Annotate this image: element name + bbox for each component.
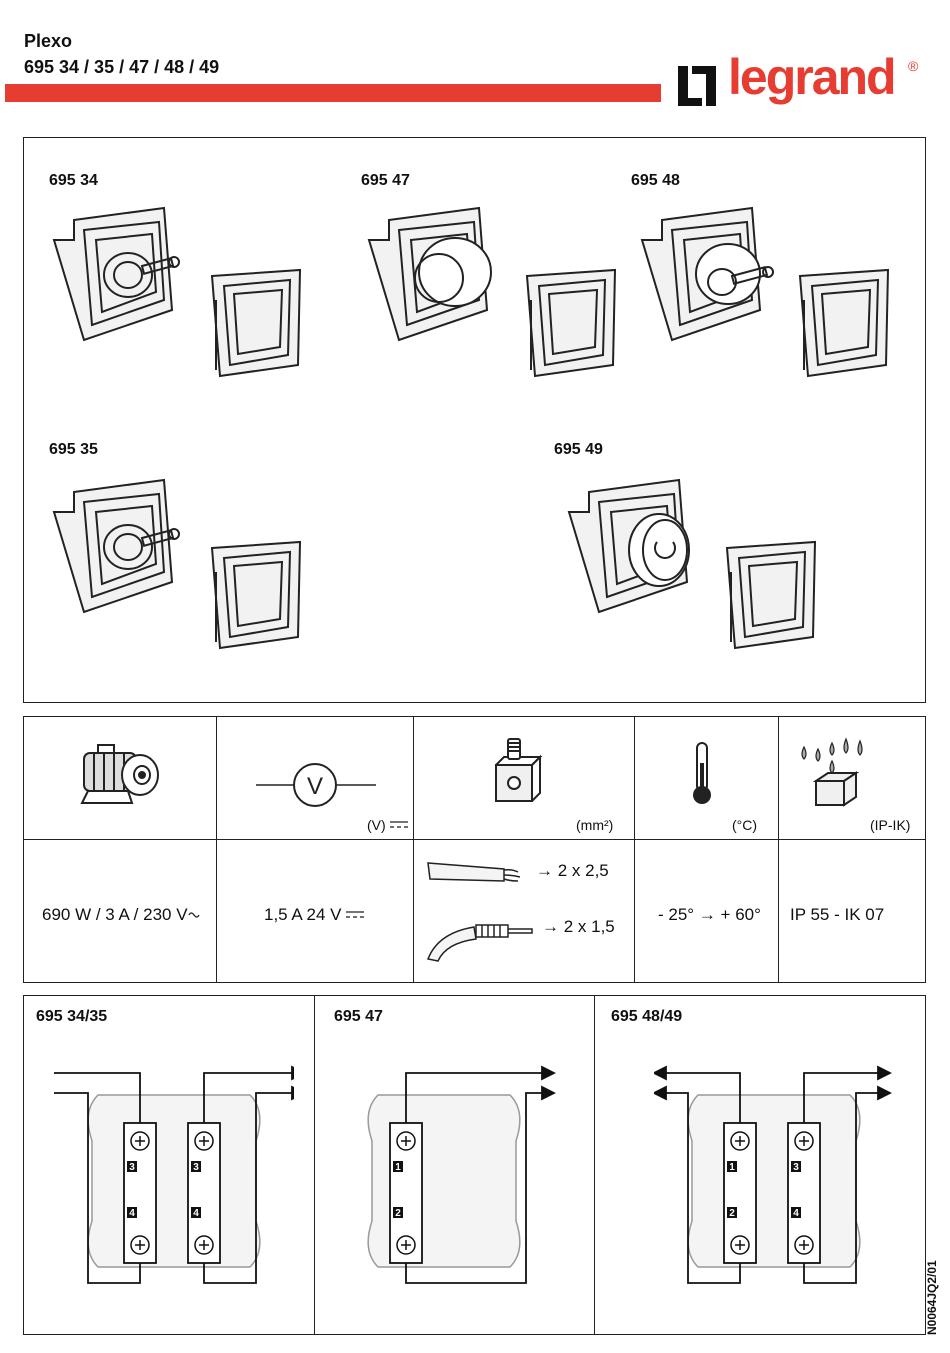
wiring-diagram-2: 1 2 (367, 1065, 557, 1284)
brand-line: Plexo (24, 31, 73, 51)
red-accent-bar (5, 84, 661, 102)
product-ref-3: 695 48 (631, 172, 680, 189)
header-title: Plexo 695 34 / 35 / 47 / 48 / 49 (24, 28, 219, 80)
legrand-logo: legrand ® (676, 49, 926, 118)
dc-symbol-icon (389, 821, 408, 828)
temperature-range: - 25° → + 60° (658, 905, 761, 924)
rigid-wire-icon (426, 924, 533, 962)
product-key-switch-icon (52, 478, 302, 650)
product-key-switch-icon (640, 206, 890, 378)
wire-flexible-section: → 2 x 2,5 (536, 861, 609, 880)
terminal-number: 2 (729, 1208, 735, 1219)
document-id: N0064JQ2/01 (925, 1260, 939, 1335)
wiring-diagrams-panel: 695 34/35 695 47 695 48/49 3 (23, 995, 926, 1335)
dc-symbol-icon (346, 911, 365, 918)
terminal-number: 1 (395, 1162, 401, 1173)
terminal-number: 4 (193, 1208, 199, 1219)
wiring-label-3: 695 48/49 (611, 1008, 683, 1025)
logo-registered: ® (908, 58, 919, 74)
product-ref-1: 695 34 (49, 172, 98, 189)
product-ref-5: 695 49 (554, 441, 603, 458)
temperature-unit: (°C) (732, 817, 758, 833)
motor-icon (80, 744, 159, 804)
flexible-wire-icon (427, 862, 521, 882)
products-panel: 695 34 695 47 695 48 695 35 695 49 (23, 137, 926, 703)
wiring-label-2: 695 47 (334, 1008, 383, 1025)
wire-rigid-section: → 2 x 1,5 (542, 917, 615, 936)
references-line: 695 34 / 35 / 47 / 48 / 49 (24, 57, 220, 77)
section-unit: (mm²) (576, 817, 614, 833)
dc-rating: 1,5 A 24 V (264, 905, 365, 925)
product-push-button-icon (367, 206, 617, 378)
terminal-number: 2 (395, 1208, 401, 1219)
product-key-switch-icon (52, 206, 302, 378)
ac-symbol-icon (187, 912, 200, 918)
product-emergency-stop-icon (567, 478, 817, 650)
terminal-number: 3 (129, 1162, 135, 1173)
protection-unit: (IP-IK) (870, 817, 911, 833)
product-ref-4: 695 35 (49, 441, 98, 458)
terminal-number: 1 (729, 1162, 735, 1173)
voltmeter-icon: V (256, 763, 376, 807)
logo-mark-icon (678, 66, 716, 106)
wiring-diagram-1: 3 4 3 4 (54, 1065, 294, 1284)
specs-table: V (V) (mm²) (° (23, 716, 926, 983)
water-drops-icon (801, 737, 863, 807)
wiring-diagram-3: 1 2 3 4 (654, 1065, 893, 1284)
terminal-number: 4 (793, 1208, 799, 1219)
protection-rating: IP 55 - IK 07 (790, 905, 885, 924)
wiring-label-1: 695 34/35 (36, 1008, 108, 1025)
product-ref-2: 695 47 (361, 172, 410, 189)
terminal-number: 4 (129, 1208, 135, 1219)
logo-word: legrand (728, 49, 897, 105)
terminal-number: 3 (193, 1162, 199, 1173)
thermometer-icon (693, 742, 711, 804)
terminal-icon (495, 738, 543, 802)
terminal-number: 3 (793, 1162, 799, 1173)
svg-text:V: V (307, 773, 323, 800)
power-rating: 690 W / 3 A / 230 V (42, 905, 200, 925)
voltage-unit: (V) (367, 817, 408, 833)
